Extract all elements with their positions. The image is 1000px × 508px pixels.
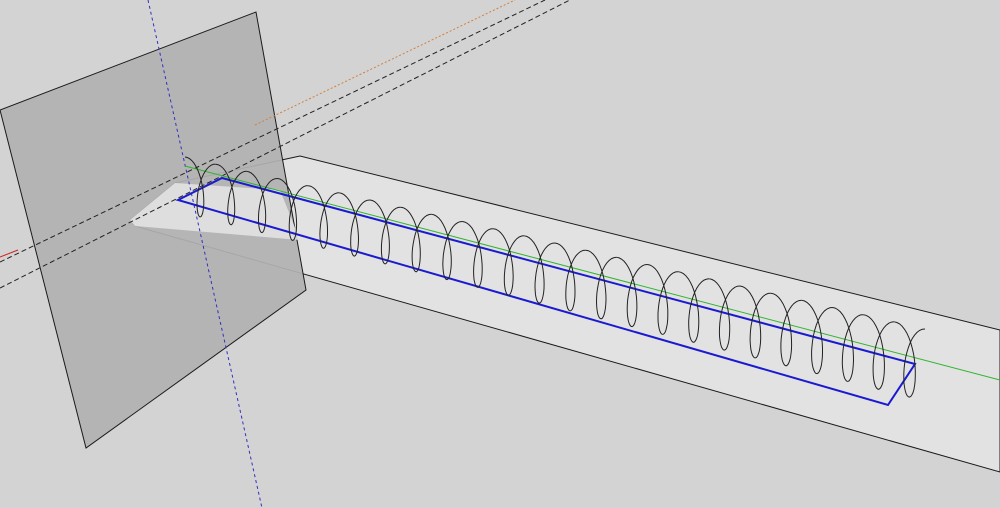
guide-line-2	[0, 0, 571, 289]
helix-curve[interactable]	[184, 156, 926, 398]
helix-turn	[277, 178, 309, 241]
helix-turn	[400, 206, 432, 273]
helix-turn	[832, 307, 864, 382]
helix-turn	[647, 264, 679, 335]
green-axis-line	[184, 165, 1000, 381]
blue-axis-line	[147, 0, 263, 508]
orange-guide-line	[254, 0, 516, 126]
helix-turn	[863, 314, 895, 390]
helix-turn	[184, 156, 216, 218]
helix-turn	[709, 278, 741, 351]
helix-turn	[524, 235, 556, 304]
helix-turn	[770, 292, 802, 367]
vertical-plane[interactable]	[0, 11, 307, 449]
helix-turn	[431, 213, 463, 281]
helix-turn	[554, 242, 586, 312]
helix-turn	[369, 199, 401, 265]
helix-turn	[739, 285, 771, 359]
helix-turn	[215, 163, 247, 226]
helix-turn	[493, 228, 525, 296]
helix-turn	[585, 249, 617, 320]
helix-turn	[678, 271, 710, 343]
helix-turn	[616, 256, 648, 328]
helix-turn	[801, 299, 833, 375]
helix-turn	[308, 185, 340, 249]
helix-turn	[462, 221, 494, 288]
red-axis-line	[0, 249, 19, 258]
helix-turn	[339, 192, 371, 257]
helix-turn	[246, 170, 278, 234]
helix-turn	[894, 321, 926, 398]
guide-line-1	[0, 0, 546, 263]
